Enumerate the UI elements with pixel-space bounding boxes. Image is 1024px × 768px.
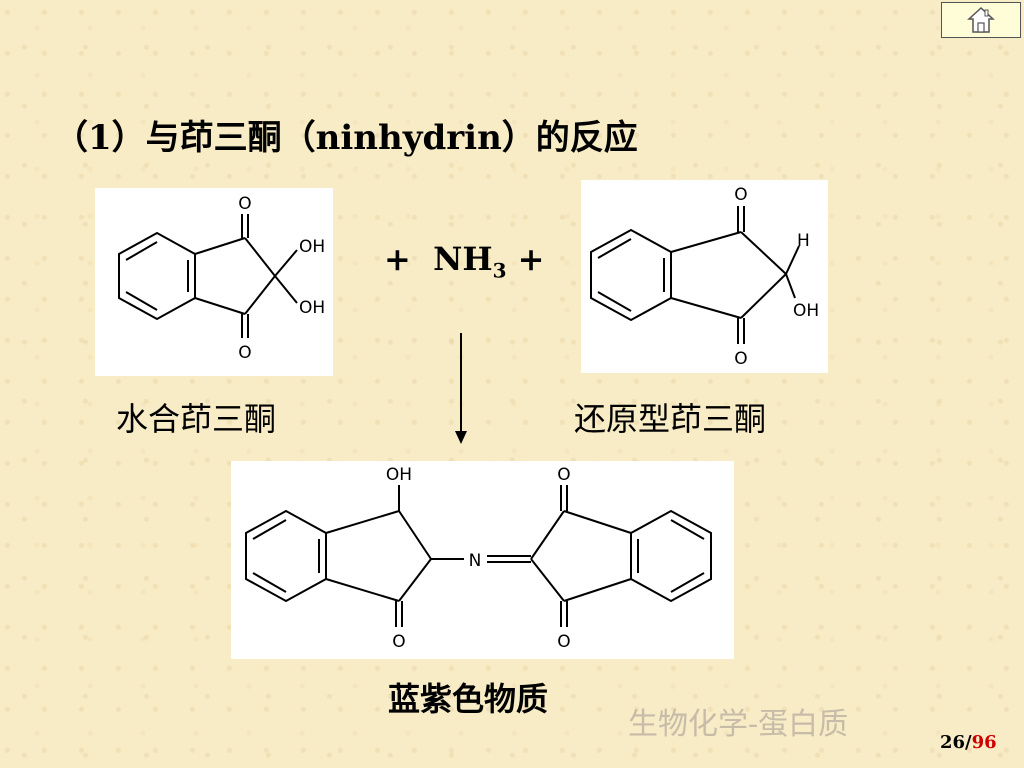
atom-oh-1: OH	[299, 237, 325, 257]
page-current: 26/	[940, 732, 972, 753]
ninhydrin-hydrate-structure: O OH OH O	[95, 188, 333, 376]
plus-sign-right: +	[517, 240, 545, 278]
product-label: 蓝紫色物质	[388, 680, 549, 718]
reaction-arrow	[455, 333, 467, 444]
page-indicator: 26/96	[940, 732, 997, 753]
atom-o-left: O	[392, 632, 405, 652]
page-total: 96	[971, 732, 997, 753]
home-icon	[967, 6, 995, 33]
product-structure: OH N O O O	[231, 461, 734, 659]
atom-o-right-top: O	[557, 465, 570, 485]
atom-o-top: O	[238, 194, 251, 214]
home-button[interactable]	[941, 2, 1021, 38]
atom-n: N	[469, 551, 482, 571]
atom-o-bottom: O	[238, 343, 251, 363]
atom-oh: OH	[793, 301, 819, 321]
reagent-formula: NH	[433, 240, 493, 278]
atom-o-right-bottom: O	[557, 632, 570, 652]
reagent-subscript: 3	[492, 258, 507, 283]
atom-oh: OH	[386, 465, 412, 485]
reduced-ninhydrin-label: 还原型茚三酮	[574, 400, 767, 438]
atom-h: H	[797, 231, 810, 251]
plus-sign-left: +	[384, 240, 411, 278]
atom-o-bottom: O	[734, 349, 747, 369]
course-footer: 生物化学-蛋白质	[628, 707, 849, 742]
ninhydrin-hydrate-label: 水合茚三酮	[116, 400, 277, 438]
slide-title: （1）与茚三酮（ninhydrin）的反应	[54, 118, 638, 158]
atom-o-top: O	[734, 185, 747, 205]
reduced-ninhydrin-structure: O H OH O	[581, 180, 828, 373]
atom-oh-2: OH	[299, 298, 325, 318]
reagent-text: + NH3 +	[384, 240, 544, 282]
